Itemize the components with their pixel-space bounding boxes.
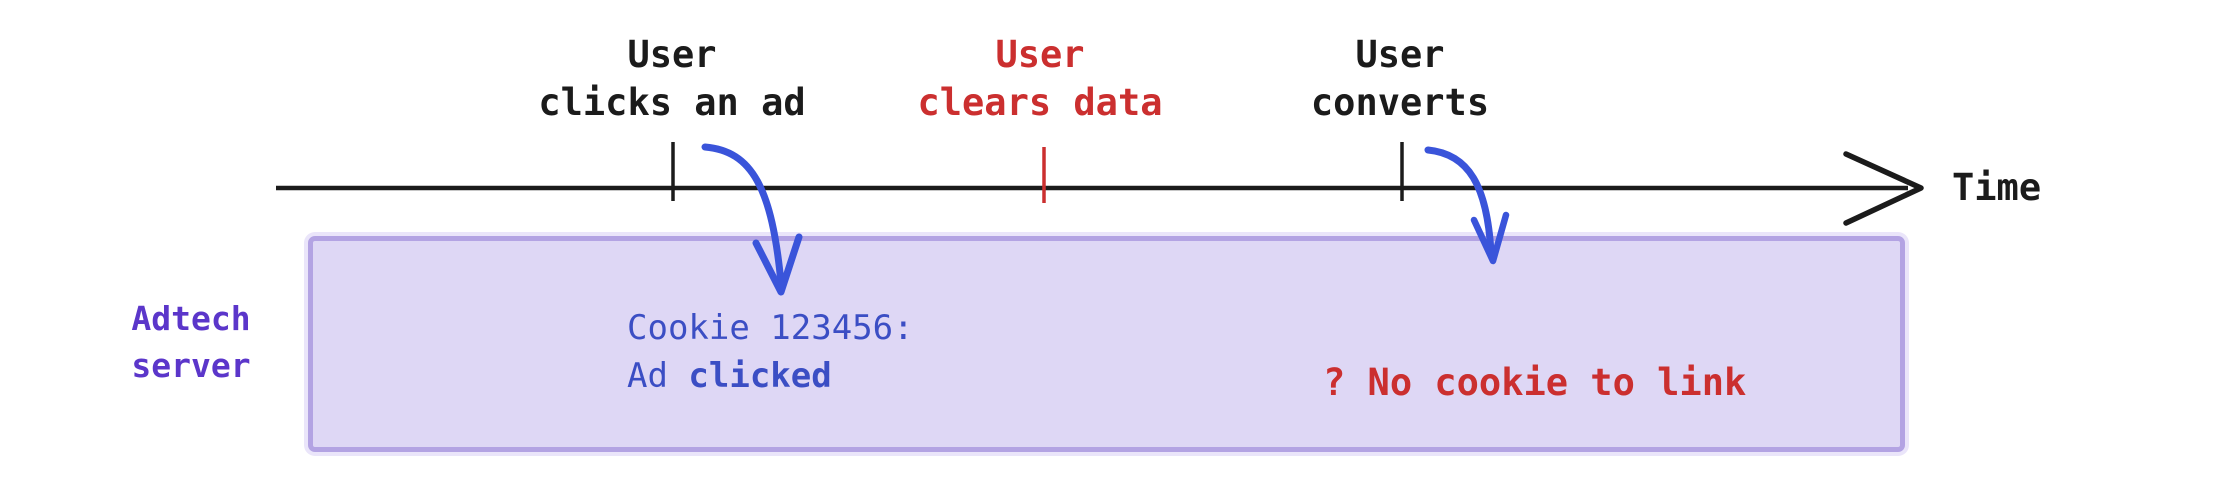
time-axis-arrowhead-icon [1843, 151, 1924, 226]
event-label-clicks-ad-line2: clicks an ad [538, 81, 806, 124]
adtech-server-label-line2: server [131, 346, 251, 385]
event-label-clears-data: User clears data [917, 31, 1162, 127]
adtech-server-box [308, 236, 1905, 452]
time-axis-label: Time [1952, 166, 2042, 209]
cookie-note-line2-bold: clicked [688, 356, 832, 396]
event-label-converts: User converts [1311, 31, 1489, 127]
cookie-note-line2-prefix: Ad [627, 356, 689, 396]
adtech-server-label: Adtech server [131, 295, 250, 389]
event-label-converts-line2: converts [1310, 81, 1490, 124]
cookie-note: Cookie 123456: Ad clicked [627, 304, 914, 400]
adtech-server-label-line1: Adtech [131, 299, 251, 338]
event-label-clears-data-line1: User [995, 33, 1085, 76]
event-label-converts-line1: User [1355, 33, 1445, 76]
no-cookie-note: ? No cookie to link this conversion to ⇒… [1323, 265, 1746, 498]
no-cookie-note-line1: ? No cookie to link [1323, 361, 1747, 404]
event-label-clicks-ad: User clicks an ad [538, 31, 805, 127]
event-label-clicks-ad-line1: User [627, 33, 717, 76]
event-label-clears-data-line2: clears data [917, 81, 1163, 124]
cookie-note-line1: Cookie 123456: [627, 308, 914, 348]
